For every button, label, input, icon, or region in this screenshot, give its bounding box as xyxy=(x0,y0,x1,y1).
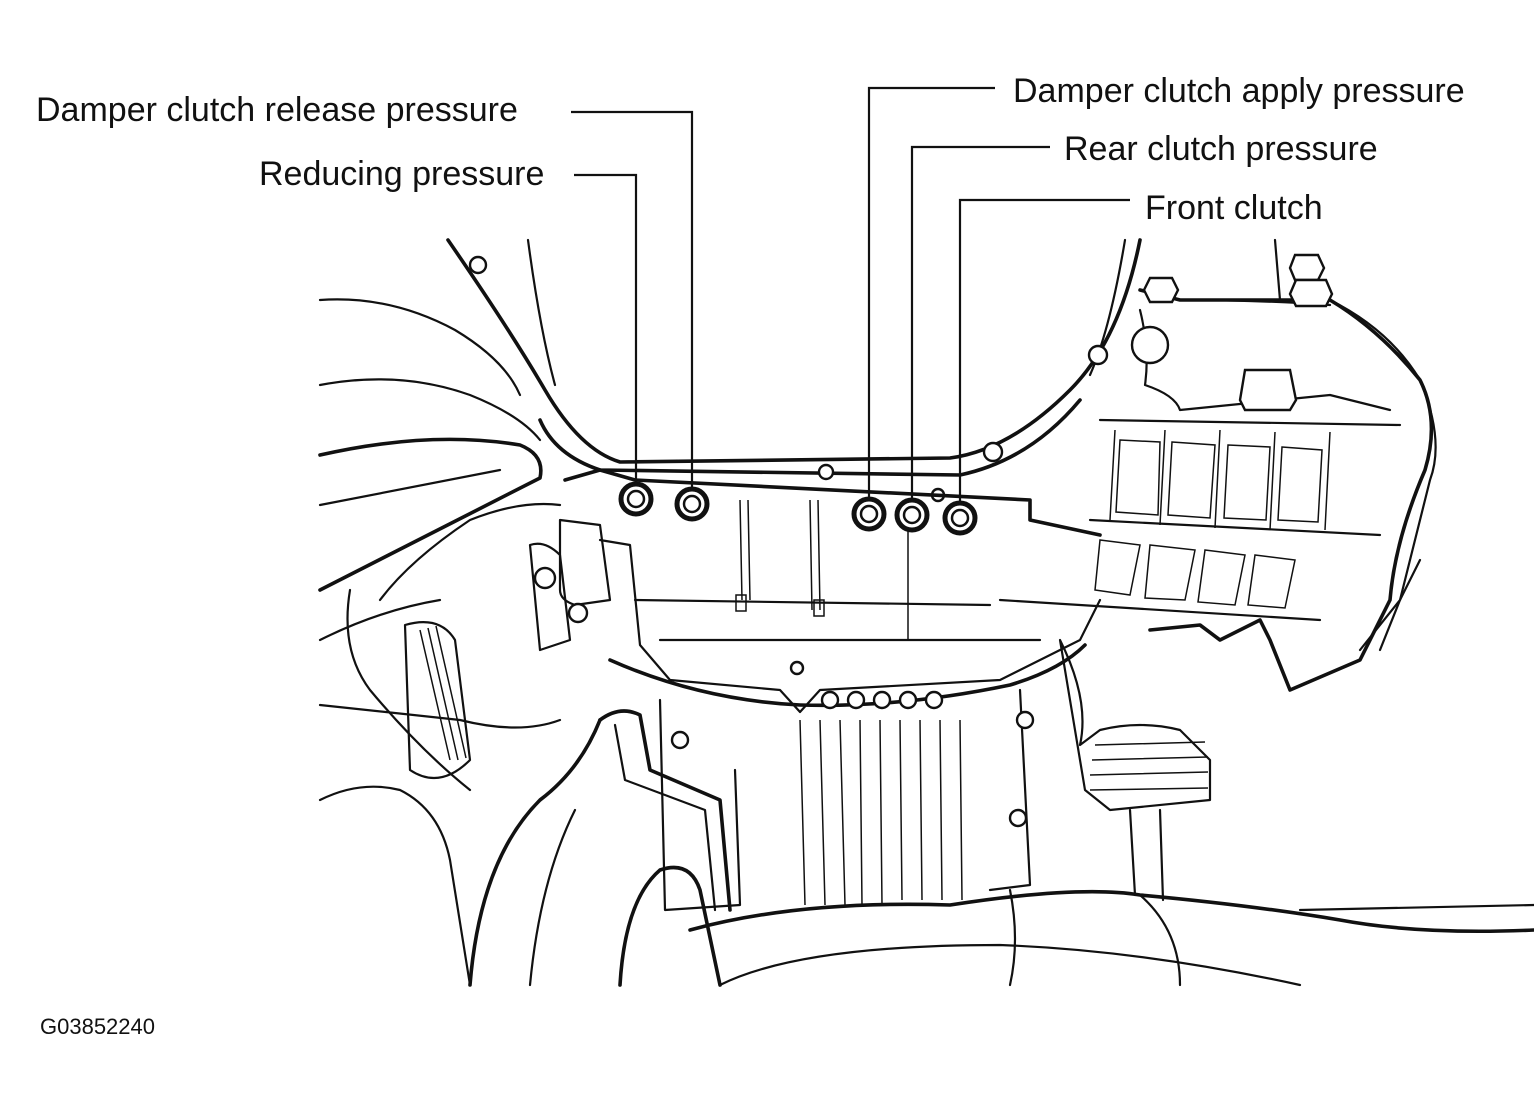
left-crossmember xyxy=(318,298,562,987)
label-front-clutch: Front clutch xyxy=(1145,189,1323,227)
leader-rear-clutch xyxy=(910,145,1050,501)
leader-damper-apply xyxy=(867,86,995,500)
figure-id: G03852240 xyxy=(40,1014,155,1039)
exhaust-pipe xyxy=(468,709,1534,987)
leader-damper-release xyxy=(571,110,694,490)
label-rear-clutch-pressure: Rear clutch pressure xyxy=(1064,130,1378,168)
leader-reducing xyxy=(574,173,638,485)
pressure-port-damper-apply xyxy=(851,496,887,532)
drive-shaft xyxy=(1058,558,1422,902)
pressure-port-damper-release xyxy=(674,486,710,522)
label-damper-clutch-release-pressure: Damper clutch release pressure xyxy=(36,91,518,129)
pressure-port-front-clutch xyxy=(942,500,978,536)
transmission-case xyxy=(446,238,1142,912)
pressure-port-reducing xyxy=(618,481,654,517)
pressure-port-rear-clutch xyxy=(894,497,930,533)
right-housing xyxy=(998,238,1437,692)
leader-front-clutch xyxy=(958,198,1130,504)
label-reducing-pressure: Reducing pressure xyxy=(259,155,545,193)
label-damper-clutch-apply-pressure: Damper clutch apply pressure xyxy=(1013,72,1465,110)
